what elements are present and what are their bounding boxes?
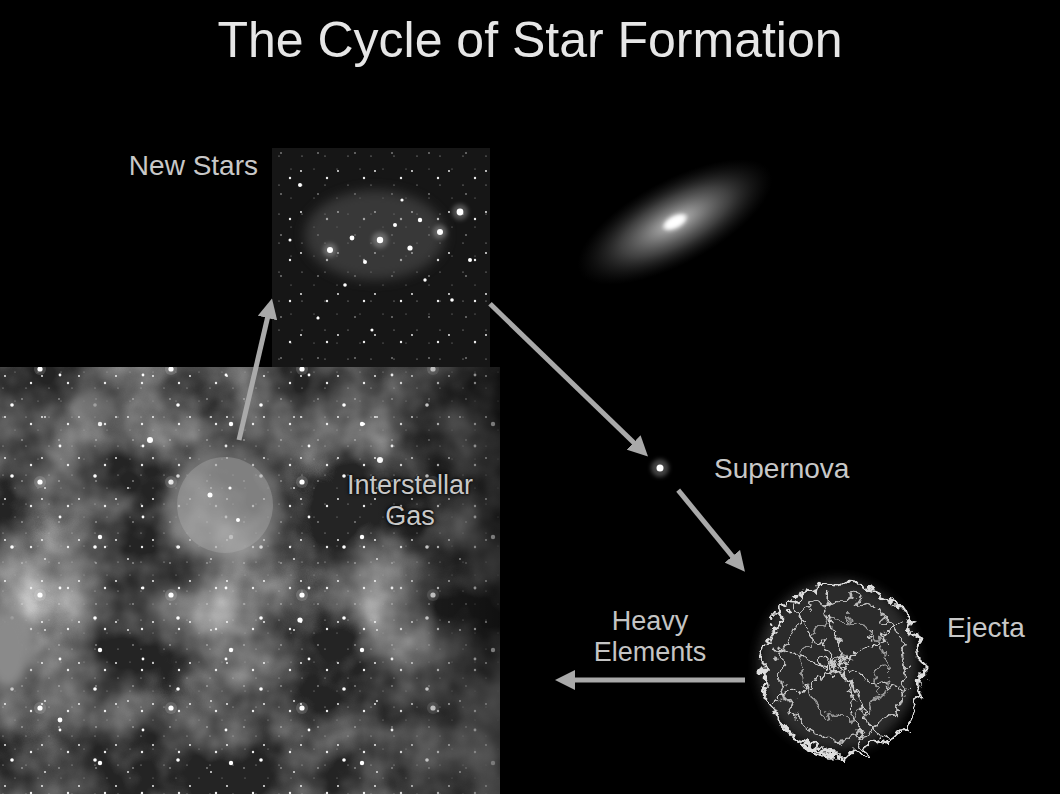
star-field xyxy=(272,148,490,367)
star-field xyxy=(0,367,500,794)
image-panel: Interstellar Gas xyxy=(180,440,555,700)
gas-image xyxy=(0,367,500,794)
star-field xyxy=(0,367,500,794)
star-field xyxy=(0,367,500,794)
panel-label: Interstellar Gas xyxy=(325,470,495,532)
image-panel: Supernova xyxy=(648,448,860,490)
galaxy xyxy=(560,134,790,310)
supernova-dot xyxy=(657,465,664,472)
cluster-glow xyxy=(305,190,445,280)
cluster-ground xyxy=(272,148,490,367)
star-halo xyxy=(323,204,468,257)
crab-nebula xyxy=(758,579,918,751)
panel-label: New Stars xyxy=(129,150,258,182)
gas-fade xyxy=(0,367,500,794)
cycle-arrow xyxy=(239,314,268,440)
gas-ground xyxy=(0,367,500,794)
image-panel: New Stars xyxy=(272,148,490,367)
cluster-stars xyxy=(289,183,473,332)
supernova-glow xyxy=(651,459,669,477)
star-field xyxy=(272,148,490,367)
galaxy-core xyxy=(662,211,689,233)
panel-label: Ejecta xyxy=(947,612,1025,644)
image-panel: Ejecta xyxy=(745,560,935,770)
arrow-label: Heavy Elements xyxy=(575,606,725,668)
star-field xyxy=(0,367,500,794)
new-stars-image xyxy=(272,148,490,367)
galaxy-disc xyxy=(560,134,790,310)
nebula-body xyxy=(758,579,918,751)
cycle-arrow xyxy=(571,678,745,683)
cycle-arrow xyxy=(678,490,735,559)
panel-label: Supernova xyxy=(714,453,849,485)
cycle-arrow xyxy=(490,304,636,445)
gas-cloud xyxy=(0,367,500,794)
nebula-filaments xyxy=(758,579,918,751)
slide-title: The Cycle of Star Formation xyxy=(0,12,1060,70)
